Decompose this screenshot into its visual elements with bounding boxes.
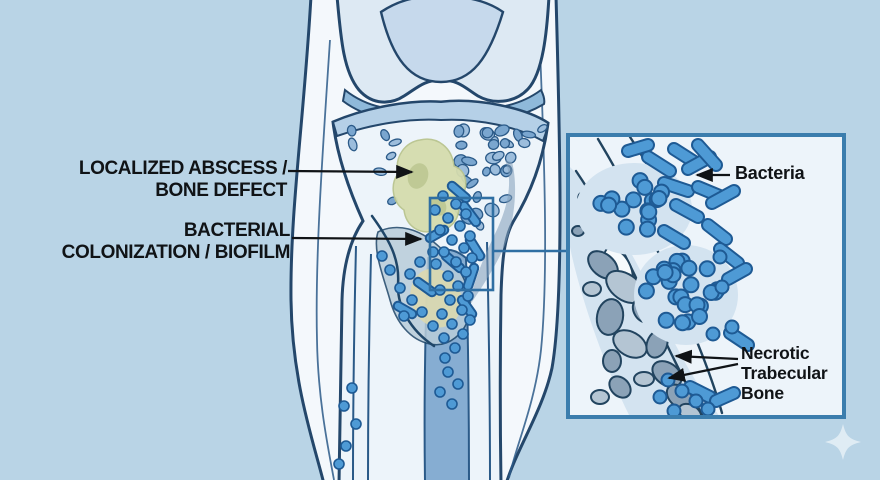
label-bacterial-colonization-line1: BACTERIAL <box>183 220 291 241</box>
inset-illustration <box>570 137 755 415</box>
sclerotic-patch <box>470 160 516 305</box>
sparkle-icon <box>825 424 861 460</box>
label-localized-abscess-line2: BONE DEFECT <box>155 179 287 201</box>
inset-bacteria-group <box>592 138 755 415</box>
inset-necrotic-label: Necrotic Trabecular Bone <box>741 343 828 403</box>
inset-necrotic-label-line2: Trabecular <box>741 363 828 383</box>
inset-necrotic-label-line3: Bone <box>741 383 784 403</box>
zoom-callout-rect <box>428 196 495 292</box>
label-localized-abscess: LOCALIZED ABSCESS / BONE DEFECT <box>78 158 288 201</box>
tibial-cartilage-cap <box>331 100 550 143</box>
femoral-groove <box>379 0 505 84</box>
abscess-arrow <box>287 164 414 179</box>
label-bacterial-colonization: BACTERIAL COLONIZATION / BIOFILM <box>61 220 291 263</box>
necrotic-arrows <box>667 349 739 382</box>
biofilm-arrow <box>291 231 423 246</box>
bacteria-cluster-main <box>333 180 486 470</box>
skin-inner-line-left <box>315 39 335 480</box>
inset-magnified-view: Bacteria Necrotic Trabecular Bone <box>566 133 846 419</box>
inset-necrotic-label-line1: Necrotic <box>741 343 810 363</box>
label-bacterial-colonization-line2: COLONIZATION / BIOFILM <box>61 241 291 263</box>
inset-bacteria-label: Bacteria <box>735 163 805 183</box>
label-localized-abscess-line1: LOCALIZED ABSCESS / <box>78 158 288 179</box>
